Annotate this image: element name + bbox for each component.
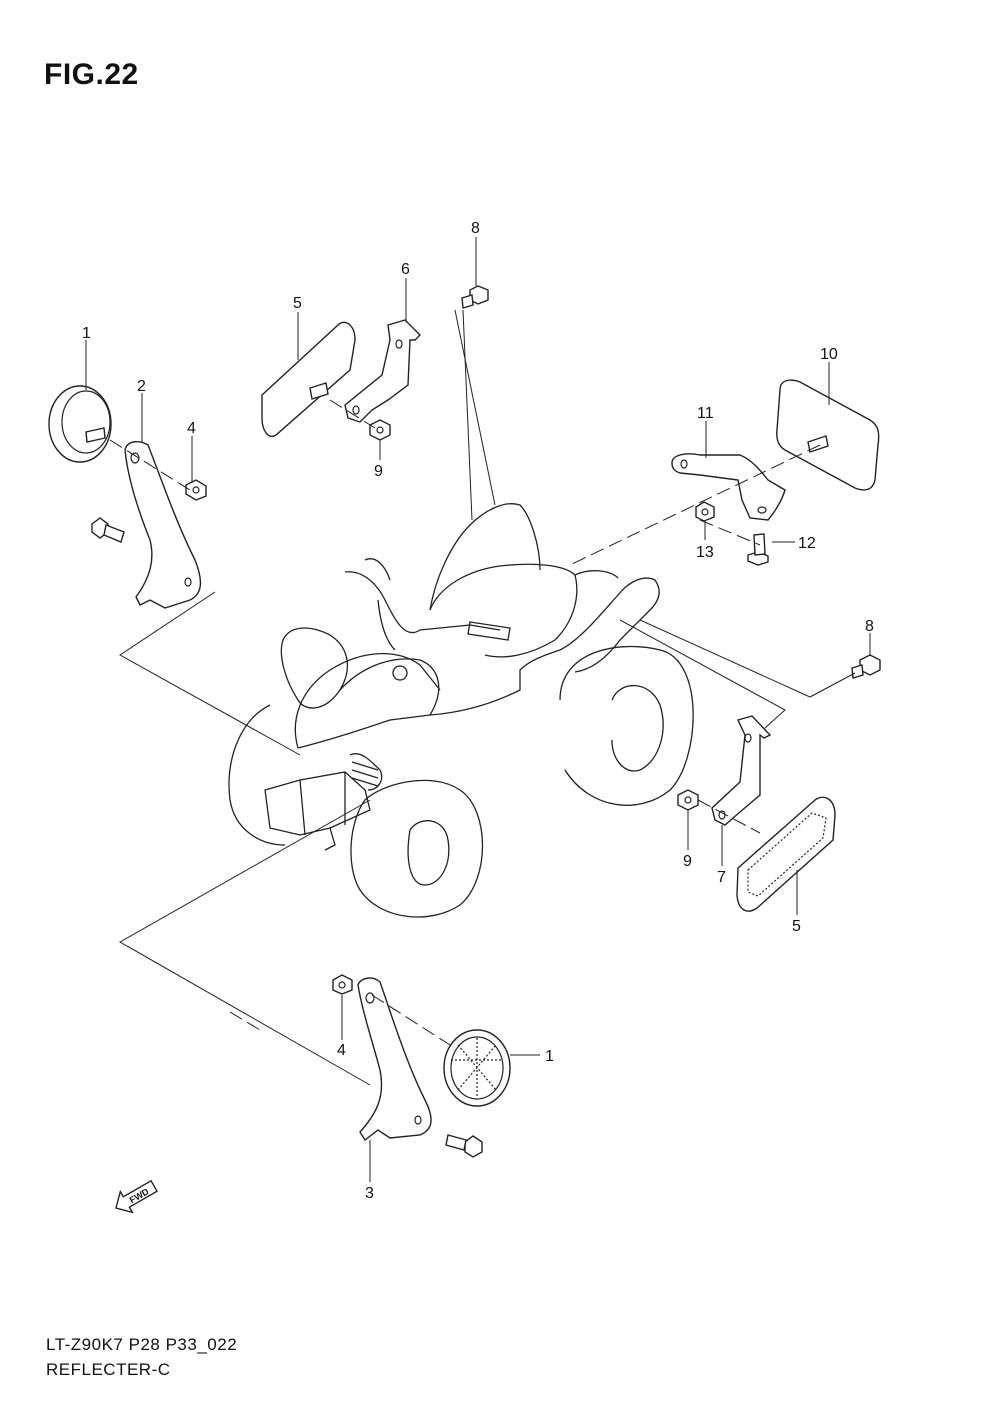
- callout-5: 5: [293, 295, 302, 312]
- callout-12: 12: [798, 535, 816, 552]
- nut: [185, 479, 207, 501]
- callout-labels: 1 2 4 5 6 8 9 10 11 12 13 8 9 7 5 4 1 3: [82, 220, 874, 1202]
- model-code: LT-Z90K7 P28 P33_022: [46, 1335, 238, 1354]
- atv-body: [228, 503, 694, 918]
- front-left-reflector-assembly: [48, 385, 207, 609]
- callout-leaders: [85, 237, 871, 1182]
- callout-7: 7: [717, 869, 726, 886]
- bolt-head: [464, 1135, 483, 1158]
- nut: [332, 974, 353, 995]
- rear-reflector-bracket: [671, 453, 786, 521]
- bolt-shank: [445, 1134, 467, 1151]
- reflector-stud: [85, 427, 106, 443]
- figure-title: FIG.22: [44, 58, 139, 91]
- callout-4-bottom: 4: [337, 1042, 346, 1059]
- callout-5-right: 5: [792, 918, 801, 935]
- callout-3: 3: [365, 1185, 374, 1202]
- side-reflector-bracket: [711, 715, 772, 826]
- callout-2: 2: [137, 378, 146, 395]
- callout-9-right: 9: [683, 853, 692, 870]
- callout-11: 11: [697, 405, 714, 422]
- callout-6: 6: [401, 261, 410, 278]
- assembly-guide-lines: [109, 309, 856, 1086]
- nut: [369, 419, 391, 441]
- left-side-reflector-assembly: [261, 285, 489, 441]
- round-reflector: [48, 385, 112, 463]
- rear-reflector-assembly: [671, 379, 880, 566]
- rear-reflector: [776, 379, 880, 491]
- nut: [695, 501, 715, 522]
- callout-10: 10: [820, 346, 838, 363]
- side-reflector: [736, 796, 836, 912]
- callout-8: 8: [471, 220, 480, 237]
- reflector-bracket: [124, 441, 202, 609]
- figure-caption: REFLECTER-C: [46, 1360, 171, 1379]
- callout-9: 9: [374, 463, 383, 480]
- callout-4: 4: [187, 420, 196, 437]
- callout-8-right: 8: [865, 618, 874, 635]
- reflector-bracket: [357, 977, 432, 1142]
- front-right-reflector-assembly: [332, 974, 511, 1158]
- reflector-stud: [309, 382, 329, 400]
- side-reflector: [261, 321, 356, 437]
- nut: [677, 789, 699, 811]
- callout-1: 1: [82, 325, 91, 342]
- callout-1-bottom: 1: [545, 1048, 554, 1065]
- forward-arrow-icon: FWD: [115, 1179, 159, 1214]
- side-reflector-bracket: [344, 319, 421, 423]
- right-side-reflector-assembly: [677, 654, 881, 912]
- bolt-shank: [103, 524, 125, 543]
- callout-13: 13: [696, 544, 714, 561]
